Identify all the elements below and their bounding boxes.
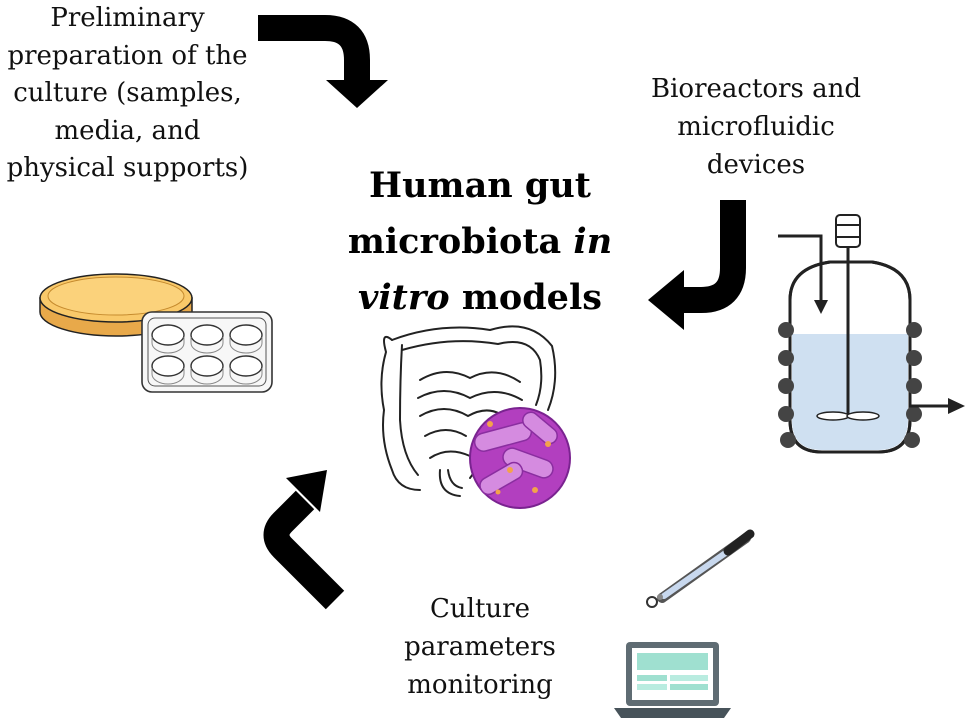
- microbe-circle-icon: [469, 407, 571, 509]
- bioreactor-icon: [778, 214, 965, 454]
- laptop-icon: [614, 642, 731, 718]
- curved-arrow-icon: [263, 470, 345, 610]
- intestine-icon: [380, 325, 557, 497]
- diagram-title: Human gut microbiota in vitro models: [345, 158, 615, 326]
- title-line-2-italic: in: [573, 221, 613, 262]
- title-line-2: microbiota in: [345, 214, 615, 270]
- well-plate-icon: [141, 311, 273, 393]
- title-line-3-italic: vitro: [358, 277, 450, 318]
- preparation-label: Preliminary preparation of the culture (…: [6, 3, 249, 183]
- monitoring-label: Culture parameters monitoring: [404, 594, 556, 700]
- bioreactors-label: Bioreactors and microfluidic devices: [651, 74, 861, 180]
- title-line-3-text: models: [449, 277, 602, 318]
- curved-arrow-icon: [648, 200, 746, 330]
- title-line-1: Human gut: [369, 165, 591, 206]
- title-line-3: vitro models: [345, 270, 615, 326]
- ph-probe-icon: [646, 529, 755, 608]
- title-line-2-text: microbiota: [347, 221, 574, 262]
- curved-arrow-icon: [258, 15, 388, 108]
